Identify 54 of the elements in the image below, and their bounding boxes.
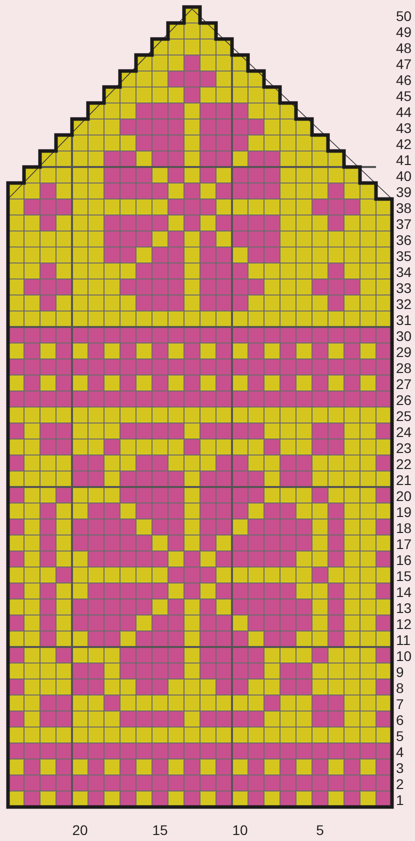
- row-number: 15: [396, 568, 412, 584]
- row-number: 48: [396, 40, 412, 56]
- row-number: 46: [396, 72, 412, 88]
- row-number: 45: [396, 88, 412, 104]
- row-number: 30: [396, 328, 412, 344]
- row-number: 12: [396, 616, 412, 632]
- row-number: 9: [396, 664, 404, 680]
- row-number: 4: [396, 744, 404, 760]
- row-number: 24: [396, 424, 412, 440]
- column-number: 5: [316, 822, 324, 838]
- row-number: 25: [396, 408, 412, 424]
- column-number: 15: [152, 822, 168, 838]
- row-number: 5: [396, 728, 404, 744]
- row-number: 18: [396, 520, 412, 536]
- row-number: 49: [396, 24, 412, 40]
- column-number: 10: [232, 822, 248, 838]
- row-number: 35: [396, 248, 412, 264]
- row-number: 20: [396, 488, 412, 504]
- row-number: 43: [396, 120, 412, 136]
- row-number: 32: [396, 296, 412, 312]
- row-number: 8: [396, 680, 404, 696]
- row-number: 31: [396, 312, 412, 328]
- row-number: 6: [396, 712, 404, 728]
- row-number: 42: [396, 136, 412, 152]
- row-number: 38: [396, 200, 412, 216]
- row-number: 39: [396, 184, 412, 200]
- row-number: 1: [396, 792, 404, 808]
- row-number: 41: [396, 152, 412, 168]
- row-number: 22: [396, 456, 412, 472]
- row-number: 14: [396, 584, 412, 600]
- row-number: 13: [396, 600, 412, 616]
- row-number: 17: [396, 536, 412, 552]
- row-number: 28: [396, 360, 412, 376]
- row-number: 11: [396, 632, 411, 648]
- row-number: 23: [396, 440, 412, 456]
- row-number: 33: [396, 280, 412, 296]
- row-number: 7: [396, 696, 404, 712]
- row-number: 19: [396, 504, 412, 520]
- row-number: 21: [396, 472, 412, 488]
- row-number: 10: [396, 648, 412, 664]
- row-number: 16: [396, 552, 412, 568]
- row-number: 29: [396, 344, 412, 360]
- row-number: 34: [396, 264, 412, 280]
- row-number: 2: [396, 776, 404, 792]
- column-number: 20: [72, 822, 88, 838]
- row-number: 27: [396, 376, 412, 392]
- row-number: 47: [396, 56, 412, 72]
- row-number: 37: [396, 216, 412, 232]
- row-number: 40: [396, 168, 412, 184]
- row-number: 26: [396, 392, 412, 408]
- row-number: 44: [396, 104, 412, 120]
- row-number: 50: [396, 8, 412, 24]
- row-number: 3: [396, 760, 404, 776]
- row-number: 36: [396, 232, 412, 248]
